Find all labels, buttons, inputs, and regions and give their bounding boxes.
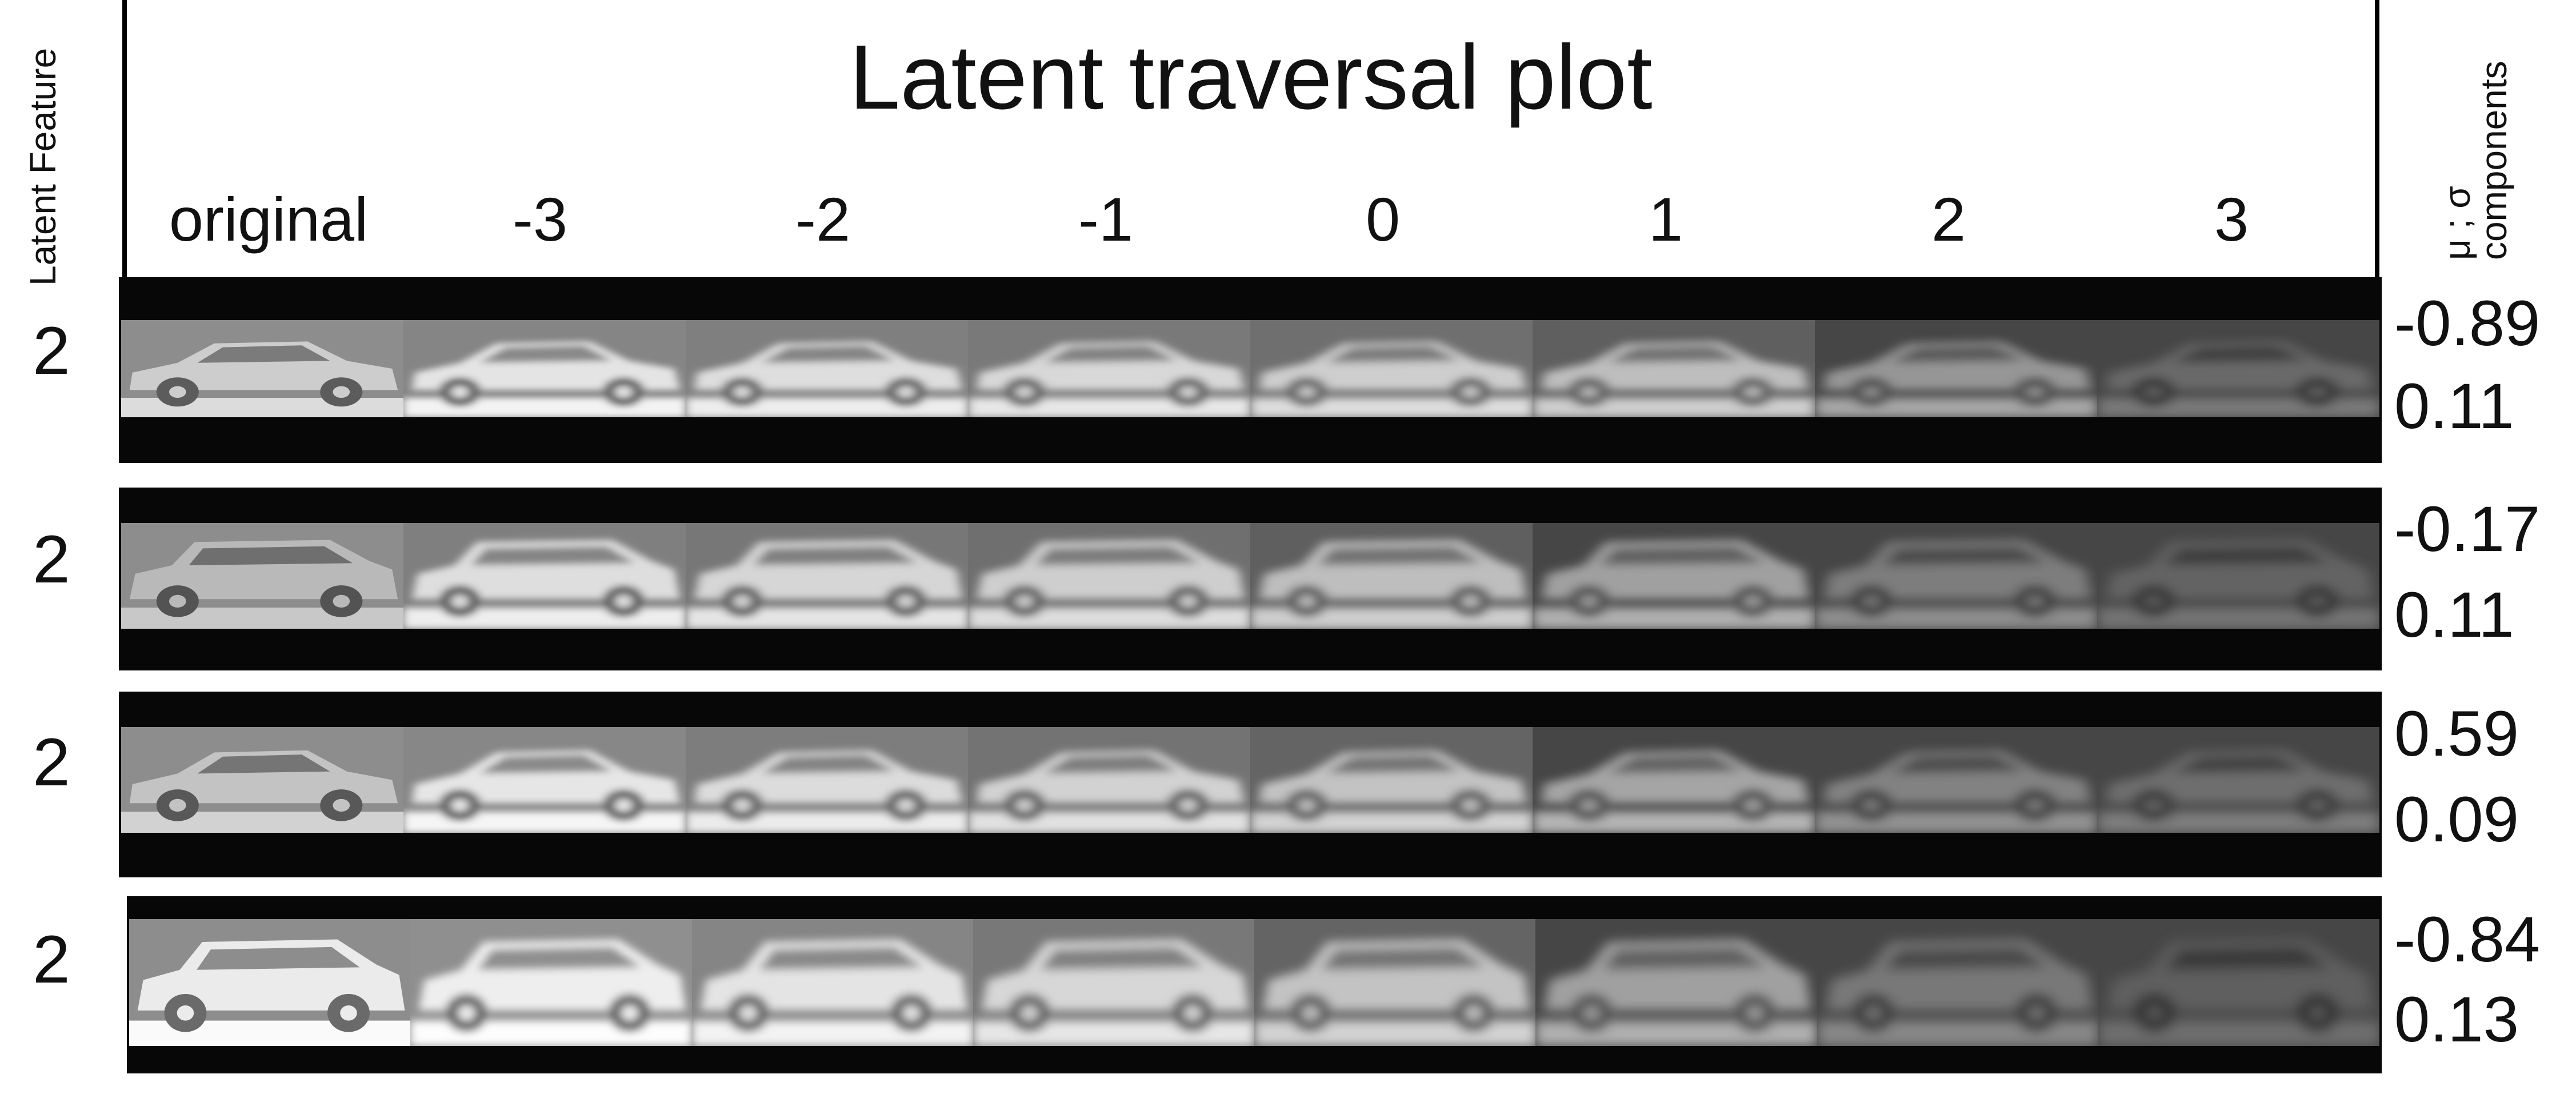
- car-silhouette-icon: [403, 540, 686, 629]
- mu-value: -0.84: [2394, 904, 2541, 975]
- car-silhouette-icon: [973, 939, 1254, 1046]
- car-silhouette-icon: [403, 341, 686, 417]
- original-car-image: [121, 727, 403, 833]
- car-silhouette-icon: [686, 341, 968, 417]
- reconstructed-car-image: [1250, 727, 1533, 833]
- column-header-3: 3: [2214, 185, 2249, 254]
- reconstructed-car-image: [686, 320, 968, 417]
- car-silhouette-icon: [691, 939, 973, 1046]
- traversal-image-row: [129, 919, 2379, 1046]
- car-icon: [121, 750, 403, 833]
- row-latent-feature: 2: [33, 922, 70, 997]
- car-silhouette-icon: [686, 750, 968, 833]
- row-latent-feature: 2: [33, 522, 70, 597]
- car-silhouette-icon: [1817, 939, 2098, 1046]
- reconstructed-car-image: [968, 727, 1250, 833]
- sigma-value: 0.09: [2394, 784, 2519, 855]
- car-silhouette-icon: [1533, 750, 1815, 833]
- car-silhouette-icon: [2097, 341, 2379, 417]
- reconstructed-car-image: [968, 320, 1250, 417]
- reconstructed-car-image: [403, 523, 686, 629]
- car-silhouette-icon: [1815, 750, 2097, 833]
- column-header-original: original: [169, 185, 369, 254]
- mu-sigma-axis-label: μ ; σ components: [2437, 61, 2514, 260]
- frame-right-rule: [2375, 0, 2379, 278]
- reconstructed-car-image: [686, 727, 968, 833]
- reconstructed-car-image: [1250, 523, 1533, 629]
- reconstructed-car-image: [2097, 727, 2379, 833]
- reconstructed-car-image: [1533, 523, 1815, 629]
- sigma-value: 0.11: [2394, 579, 2514, 650]
- reconstructed-car-image: [1535, 919, 1817, 1046]
- car-silhouette-icon: [1250, 540, 1533, 629]
- figure-title: Latent traversal plot: [849, 26, 1653, 128]
- car-silhouette-icon: [1815, 540, 2097, 629]
- column-header-0: 0: [1365, 185, 1401, 254]
- mu-sigma-symbols: μ ; σ: [2437, 186, 2478, 260]
- column-header-minus-1: -1: [1078, 185, 1134, 254]
- reconstructed-car-image: [686, 523, 968, 629]
- reconstructed-car-image: [403, 320, 686, 417]
- traversal-image-row: [121, 320, 2379, 417]
- sigma-value: 0.11: [2394, 370, 2514, 442]
- car-silhouette-icon: [2098, 939, 2379, 1046]
- car-silhouette-icon: [1815, 341, 2097, 417]
- mu-value: -0.17: [2394, 493, 2541, 565]
- reconstructed-car-image: [1254, 919, 1536, 1046]
- reconstructed-car-image: [1817, 919, 2098, 1046]
- column-header-minus-3: -3: [512, 185, 568, 254]
- reconstructed-car-image: [973, 919, 1254, 1046]
- mu-value: -0.89: [2394, 288, 2541, 359]
- latent-feature-axis-label: Latent Feature: [22, 47, 63, 286]
- sigma-value: 0.13: [2394, 984, 2519, 1055]
- original-car-image: [121, 320, 403, 417]
- car-silhouette-icon: [1250, 750, 1533, 833]
- car-silhouette-icon: [686, 540, 968, 629]
- frame-left-rule: [122, 0, 127, 278]
- reconstructed-car-image: [1533, 320, 1815, 417]
- column-header-1: 1: [1648, 185, 1683, 254]
- car-silhouette-icon: [1533, 341, 1815, 417]
- reconstructed-car-image: [691, 919, 973, 1046]
- car-silhouette-icon: [410, 939, 692, 1046]
- reconstructed-car-image: [1533, 727, 1815, 833]
- column-header-minus-2: -2: [795, 185, 851, 254]
- reconstructed-car-image: [1250, 320, 1533, 417]
- car-silhouette-icon: [2097, 750, 2379, 833]
- reconstructed-car-image: [2098, 919, 2379, 1046]
- car-icon: [121, 540, 403, 629]
- mu-value: 0.59: [2394, 698, 2519, 769]
- car-icon: [129, 939, 411, 1046]
- reconstructed-car-image: [1815, 523, 2097, 629]
- car-silhouette-icon: [403, 750, 686, 833]
- car-silhouette-icon: [1254, 939, 1536, 1046]
- reconstructed-car-image: [2097, 523, 2379, 629]
- row-latent-feature: 2: [33, 725, 70, 800]
- reconstructed-car-image: [968, 523, 1250, 629]
- reconstructed-car-image: [410, 919, 692, 1046]
- reconstructed-car-image: [1815, 320, 2097, 417]
- reconstructed-car-image: [1815, 727, 2097, 833]
- car-silhouette-icon: [968, 341, 1250, 417]
- components-word: components: [2473, 61, 2514, 260]
- car-silhouette-icon: [1533, 540, 1815, 629]
- car-silhouette-icon: [968, 750, 1250, 833]
- reconstructed-car-image: [403, 727, 686, 833]
- reconstructed-car-image: [2097, 320, 2379, 417]
- column-header-2: 2: [1931, 185, 1966, 254]
- original-car-image: [129, 919, 411, 1046]
- car-silhouette-icon: [968, 540, 1250, 629]
- traversal-image-row: [121, 523, 2379, 629]
- car-silhouette-icon: [2097, 540, 2379, 629]
- row-latent-feature: 2: [33, 313, 70, 389]
- car-silhouette-icon: [1250, 341, 1533, 417]
- traversal-image-row: [121, 727, 2379, 833]
- car-icon: [121, 341, 403, 417]
- original-car-image: [121, 523, 403, 629]
- car-silhouette-icon: [1535, 939, 1817, 1046]
